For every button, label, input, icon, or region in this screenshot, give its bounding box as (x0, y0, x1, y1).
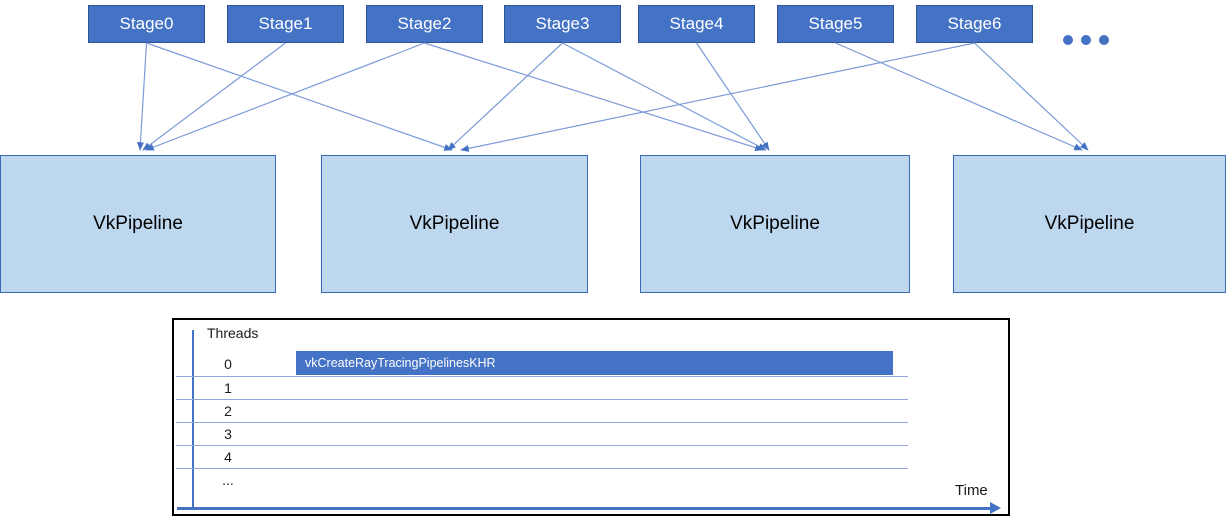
ellipsis-dots-icon (1063, 35, 1109, 45)
stage-box-3: Stage3 (504, 5, 621, 43)
thread-row-4: 4 (176, 446, 908, 469)
stage-box-6: Stage6 (916, 5, 1033, 43)
threads-axis-title: Threads (207, 325, 259, 341)
arrow-stage1-to-pipeline0 (142, 42, 286, 151)
pipeline-box-1: VkPipeline (321, 155, 588, 293)
pipeline-label: VkPipeline (409, 213, 500, 234)
ellipsis-dot (1063, 35, 1073, 45)
stage-label: Stage3 (535, 14, 590, 33)
time-axis-arrowhead (990, 502, 1001, 514)
stage-box-4: Stage4 (638, 5, 755, 43)
thread-row-label: 1 (224, 379, 232, 396)
thread-row-0: 0 (176, 352, 908, 377)
pipeline-label: VkPipeline (730, 213, 820, 234)
ellipsis-dot (1081, 35, 1091, 45)
arrow-stage6-to-pipeline1 (460, 42, 975, 152)
stage-label: Stage6 (947, 14, 1002, 33)
thread-row-label: 4 (224, 448, 232, 465)
time-axis-line (177, 507, 992, 510)
thread-row-1: 1 (176, 377, 908, 400)
threads-axis-line (192, 330, 194, 507)
thread-row-label: 0 (224, 355, 232, 372)
thread-row-label: 2 (224, 402, 232, 419)
pipeline-label: VkPipeline (93, 213, 183, 234)
stage-box-1: Stage1 (227, 5, 344, 43)
thread-row-3: 3 (176, 423, 908, 446)
stage-label: Stage2 (397, 14, 452, 33)
thread-row-label: ... (222, 471, 234, 488)
arrow-stage2-to-pipeline0 (145, 42, 425, 151)
arrow-stage2-to-pipeline2 (424, 42, 764, 151)
timeline-bar: vkCreateRayTracingPipelinesKHR (296, 351, 893, 375)
stage-label: Stage0 (119, 14, 174, 33)
arrow-stage3-to-pipeline2 (562, 42, 767, 151)
pipeline-label: VkPipeline (1044, 213, 1135, 234)
pipeline-box-2: VkPipeline (640, 155, 910, 293)
ellipsis-dot (1099, 35, 1109, 45)
thread-rows: 0 1 2 3 4... (176, 352, 908, 491)
stage-box-2: Stage2 (366, 5, 483, 43)
pipeline-box-3: VkPipeline (953, 155, 1226, 293)
arrow-stage5-to-pipeline3 (835, 42, 1083, 151)
arrow-stage0-to-pipeline0 (136, 42, 148, 151)
pipeline-box-0: VkPipeline (0, 155, 276, 293)
stage-label: Stage5 (808, 14, 863, 33)
stage-box-0: Stage0 (88, 5, 205, 43)
time-axis-label: Time (955, 482, 988, 499)
thread-row-2: 2 (176, 400, 908, 423)
stage-label: Stage1 (258, 14, 313, 33)
stage-label: Stage4 (669, 14, 724, 33)
timeline-chart: Threads 0 1 2 3 4... vkCreateRayTracingPipel… (172, 318, 1010, 516)
arrow-stage4-to-pipeline2 (696, 42, 770, 151)
thread-row-...: ... (176, 469, 908, 491)
arrow-stage3-to-pipeline1 (447, 42, 563, 151)
thread-row-label: 3 (224, 425, 232, 442)
arrow-stage0-to-pipeline1 (146, 42, 453, 151)
arrow-stage6-to-pipeline3 (974, 42, 1089, 151)
stage-box-5: Stage5 (777, 5, 894, 43)
